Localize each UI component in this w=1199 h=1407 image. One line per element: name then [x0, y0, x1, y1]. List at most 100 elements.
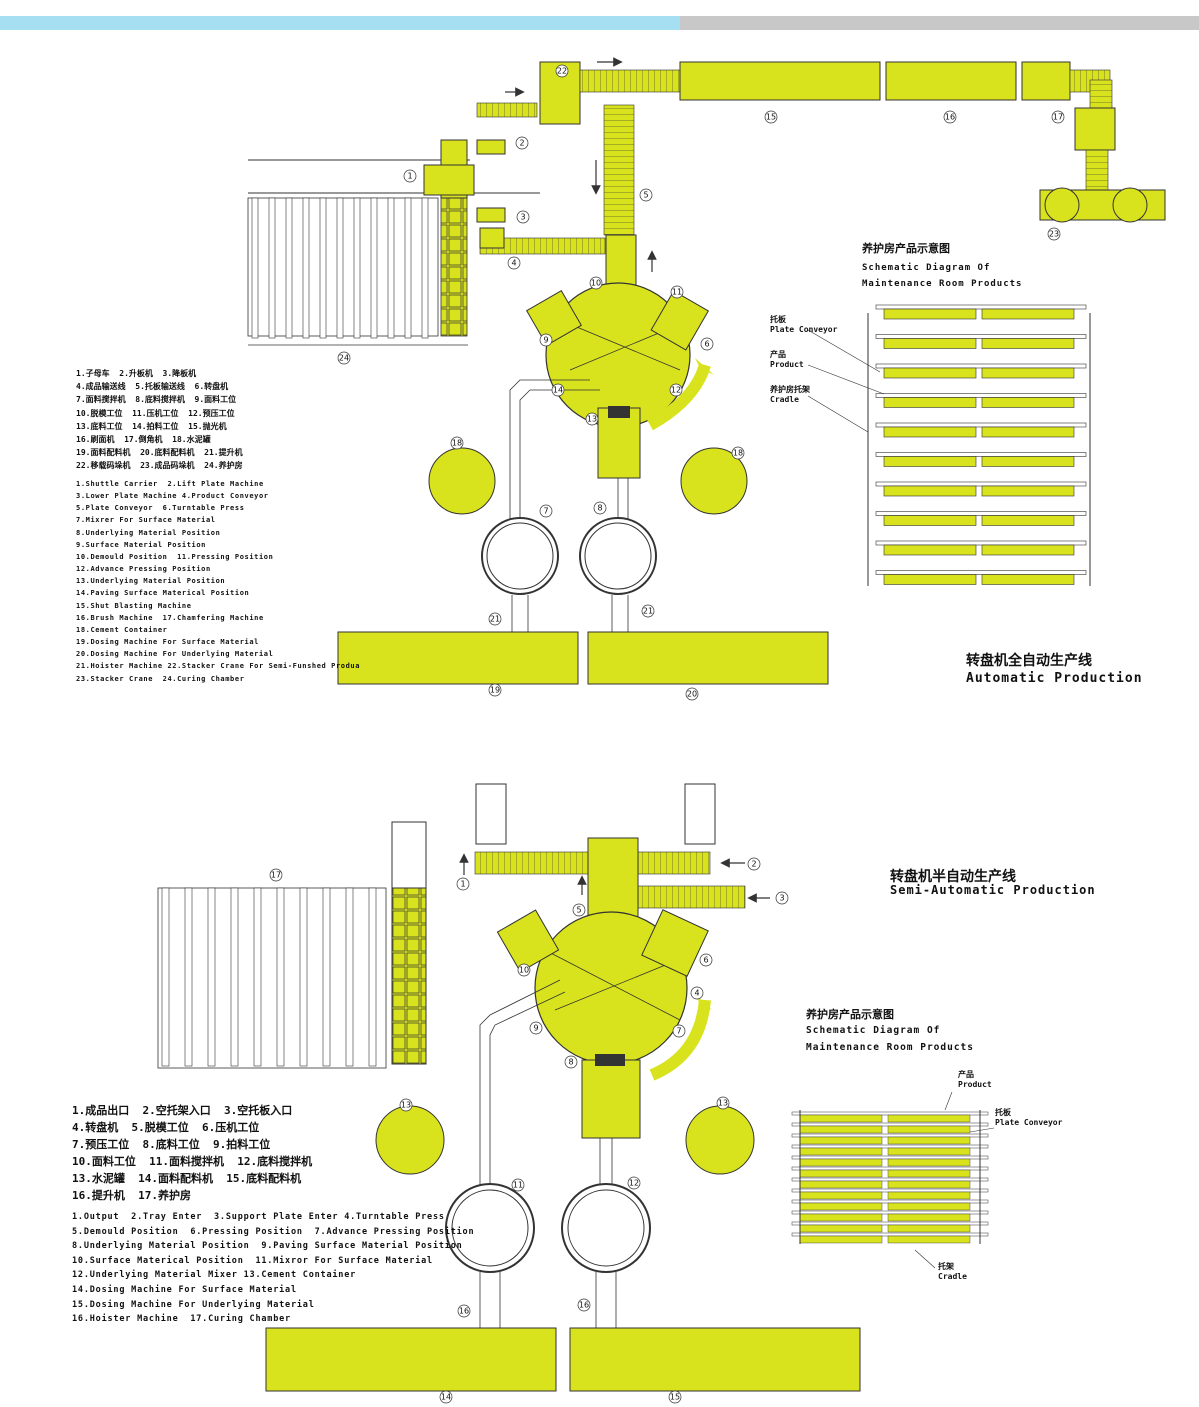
callout-number: 24 [339, 354, 349, 363]
legend-line: 23.Stacker Crane 24.Curing Chamber [76, 674, 245, 683]
callout-circle [457, 1304, 471, 1318]
callout-circle [690, 986, 704, 1000]
callout-circle [488, 612, 502, 626]
legend-line: 7.面料搅拌机 8.底料搅拌机 9.面料工位 [76, 395, 237, 405]
callout-circle [627, 1176, 641, 1190]
callout-circle [716, 1096, 730, 1110]
legend-line: 4.转盘机 5.脱模工位 6.压机工位 [72, 1121, 260, 1134]
legend-line: 9.Surface Material Position [76, 540, 206, 549]
callout-number: 13 [718, 1099, 728, 1108]
legend-line: 8.Underlying Material Position [76, 528, 221, 537]
callout-circle [577, 1298, 591, 1312]
callout-number: 3 [779, 894, 784, 903]
legend-line: 7.Mixrer For Surface Material [76, 516, 216, 525]
callout-number: 19 [490, 686, 500, 695]
callout-number: 16 [459, 1307, 469, 1316]
legend-line: 20.Dosing Machine For Underlying Materia… [76, 650, 274, 659]
legend-line: 10.脱模工位 11.压机工位 12.预压工位 [76, 408, 235, 418]
legend-line: 4.成品输送线 5.托板输送线 6.转盘机 [76, 382, 229, 392]
callout-number: 3 [520, 213, 525, 222]
callout-number: 16 [579, 1301, 589, 1310]
callout-number: 5 [643, 191, 648, 200]
legend-line: 19.面料配料机 20.底料配料机 21.提升机 [76, 448, 243, 458]
callout-number: 10 [591, 279, 601, 288]
callout-number: 7 [543, 507, 548, 516]
callout-number: 1 [460, 880, 465, 889]
callout-circle [456, 877, 470, 891]
legend-line: 10.Surface Materical Position 11.Mixror … [72, 1255, 433, 1266]
legend-line: 13.底料工位 14.拍料工位 15.抛光机 [76, 421, 227, 431]
callout-number: 13 [401, 1101, 411, 1110]
callout-circle [488, 683, 502, 697]
semi-room-title-zh: 养护房产品示意图 [806, 1008, 894, 1021]
callout-number: 22 [557, 67, 567, 76]
callout-number: 12 [629, 1179, 639, 1188]
callout-number: 8 [568, 1058, 573, 1067]
callout-circle [555, 64, 569, 78]
legend-line: 19.Dosing Machine For Surface Material [76, 638, 259, 647]
callout-circle [699, 953, 713, 967]
callout-circle [585, 412, 599, 426]
legend-line: 1.Shuttle Carrier 2.Lift Plate Machine [76, 480, 264, 488]
callout-number: 21 [490, 615, 500, 624]
callout-circle [515, 136, 529, 150]
legend-line: 7.预压工位 8.底料工位 9.拍料工位 [72, 1138, 271, 1151]
legend-line: 12.Underlying Material Mixer 13.Cement C… [72, 1270, 357, 1281]
auto-room-title-en-2: Maintenance Room Products [862, 279, 1023, 289]
callout-number: 5 [576, 906, 581, 915]
callout-number: 12 [671, 386, 681, 395]
callout-circle [670, 285, 684, 299]
callout-circle [593, 501, 607, 515]
callout-number: 16 [945, 113, 955, 122]
callout-number: 4 [511, 259, 516, 268]
callout-number: 20 [687, 690, 697, 699]
legend-line: 13.Underlying Material Position [76, 577, 226, 586]
callout-circle [1051, 110, 1065, 124]
callout-number: 17 [1053, 113, 1063, 122]
callout-number: 9 [533, 1024, 538, 1033]
callout-circle [572, 903, 586, 917]
legend-line: 3.Lower Plate Machine 4.Product Conveyor [76, 492, 269, 501]
auto-title-en: Automatic Production [966, 671, 1143, 686]
legend-line: 5.Plate Conveyor 6.Turntable Press [76, 504, 245, 513]
legend-line: 14.Dosing Machine For Surface Material [72, 1284, 297, 1295]
automatic-line [247, 57, 1166, 685]
callout-circle [731, 446, 745, 460]
semi-room-title-en-1: Schematic Diagram Of [806, 1025, 941, 1036]
legend-line: 15.Shut Blasting Machine [76, 601, 192, 610]
legend-line: 16.刷面机 17.倒角机 18.水泥罐 [76, 435, 211, 445]
legend-line: 1.成品出口 2.空托架入口 3.空托板入口 [72, 1104, 293, 1117]
callout-circle [399, 1098, 413, 1112]
legend-line: 12.Advance Pressing Position [76, 565, 211, 574]
legend-line: 21.Hoister Machine 22.Stacker Crane For … [76, 662, 361, 671]
callout-number: 21 [643, 607, 653, 616]
callout-number: 18 [733, 449, 743, 458]
callout-circle [641, 604, 655, 618]
callout-circle [511, 1178, 525, 1192]
legend-line: 8.Underlying Material Position 9.Paving … [72, 1241, 463, 1252]
legend-line: 16.提升机 17.养护房 [72, 1189, 191, 1202]
callout-circle [589, 276, 603, 290]
callout-circle [669, 383, 683, 397]
semi-legend-zh: 1.成品出口 2.空托架入口 3.空托板入口 4.转盘机 5.脱模工位 6.压机工… [72, 1102, 312, 1204]
legend-line: 16.Hoister Machine 17.Curing Chamber [72, 1314, 291, 1325]
legend-line: 1.Output 2.Tray Enter 3.Support Plate En… [72, 1212, 445, 1222]
callout-circle [517, 963, 531, 977]
legend-line: 10.面料工位 11.面料搅拌机 12.底料搅拌机 [72, 1155, 313, 1168]
legend-line: 14.Paving Surface Materical Position [76, 589, 250, 598]
callout-number: 11 [513, 1181, 523, 1190]
callout-circle [747, 857, 761, 871]
callout-circle [516, 210, 530, 224]
callout-number: 4 [694, 989, 699, 998]
legend-line: 18.Cement Container [76, 625, 168, 634]
legend-line: 10.Demould Position 11.Pressing Position [76, 552, 274, 561]
callout-circle [700, 337, 714, 351]
callout-number: 2 [519, 139, 524, 148]
callout-circle [551, 383, 565, 397]
